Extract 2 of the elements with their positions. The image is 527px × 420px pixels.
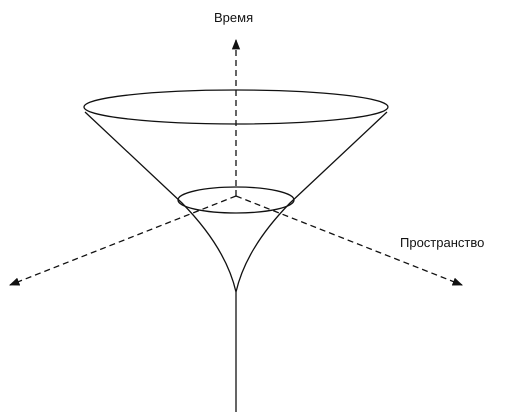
axis-label: Время — [214, 10, 254, 25]
axis-label: Пространство — [400, 235, 484, 250]
